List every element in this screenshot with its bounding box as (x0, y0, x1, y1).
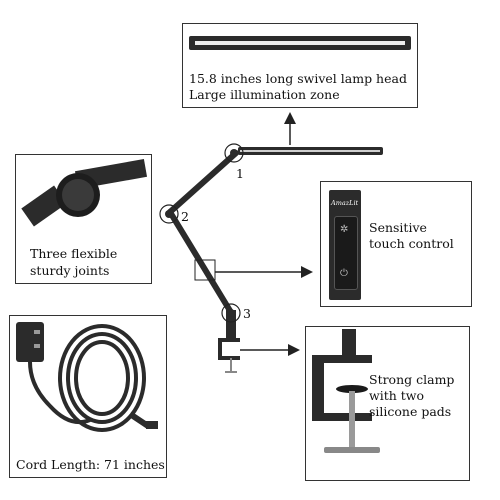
touch-caption-line1: Sensitive (369, 220, 427, 235)
joints-caption-line1: Three flexible (30, 246, 118, 261)
touch-control-panel: AmazLit ✲ ⏻ Sensitive touch control (320, 181, 472, 307)
clamp-caption-line3: silicone pads (369, 404, 452, 419)
lamp-head-caption-line2: Large illumination zone (189, 87, 340, 102)
adapter-cord-photo (16, 322, 158, 432)
lamp-lower-arm (167, 209, 235, 317)
joint-2-marker (159, 204, 179, 224)
joint-1-number: 1 (236, 166, 244, 181)
clamp-panel: Strong clamp with two silicone pads (305, 326, 470, 481)
clamp-photo (312, 329, 380, 453)
touch-caption-line2: touch control (369, 236, 454, 251)
lamp-upper-arm (167, 150, 239, 215)
cord-panel: Cord Length: 71 inches (9, 315, 167, 478)
touch-control-marker (194, 259, 216, 281)
lamp-post (226, 310, 236, 340)
joint-3-number: 3 (243, 306, 251, 321)
lamp-head-photo (189, 36, 411, 50)
cord-length-caption: Cord Length: 71 inches (16, 457, 165, 472)
lamp-clamp (218, 338, 240, 360)
joint-1-marker (224, 143, 244, 163)
brightness-icon: ✲ (340, 224, 349, 235)
joints-panel: Three flexible sturdy joints (15, 154, 152, 284)
lamp-head-panel: 15.8 inches long swivel lamp head Large … (182, 23, 418, 108)
lamp-head-caption-line1: 15.8 inches long swivel lamp head (189, 71, 407, 86)
joints-caption-line2: sturdy joints (30, 263, 110, 278)
clamp-caption-line2: with two (369, 388, 424, 403)
joint-3-marker (221, 303, 241, 323)
joint-photo (21, 159, 148, 227)
touch-pad (334, 216, 358, 290)
power-icon: ⏻ (340, 268, 348, 279)
joint-2-number: 2 (181, 209, 189, 224)
clamp-caption-line1: Strong clamp (369, 372, 455, 387)
brand-label: AmazLit (331, 199, 359, 207)
